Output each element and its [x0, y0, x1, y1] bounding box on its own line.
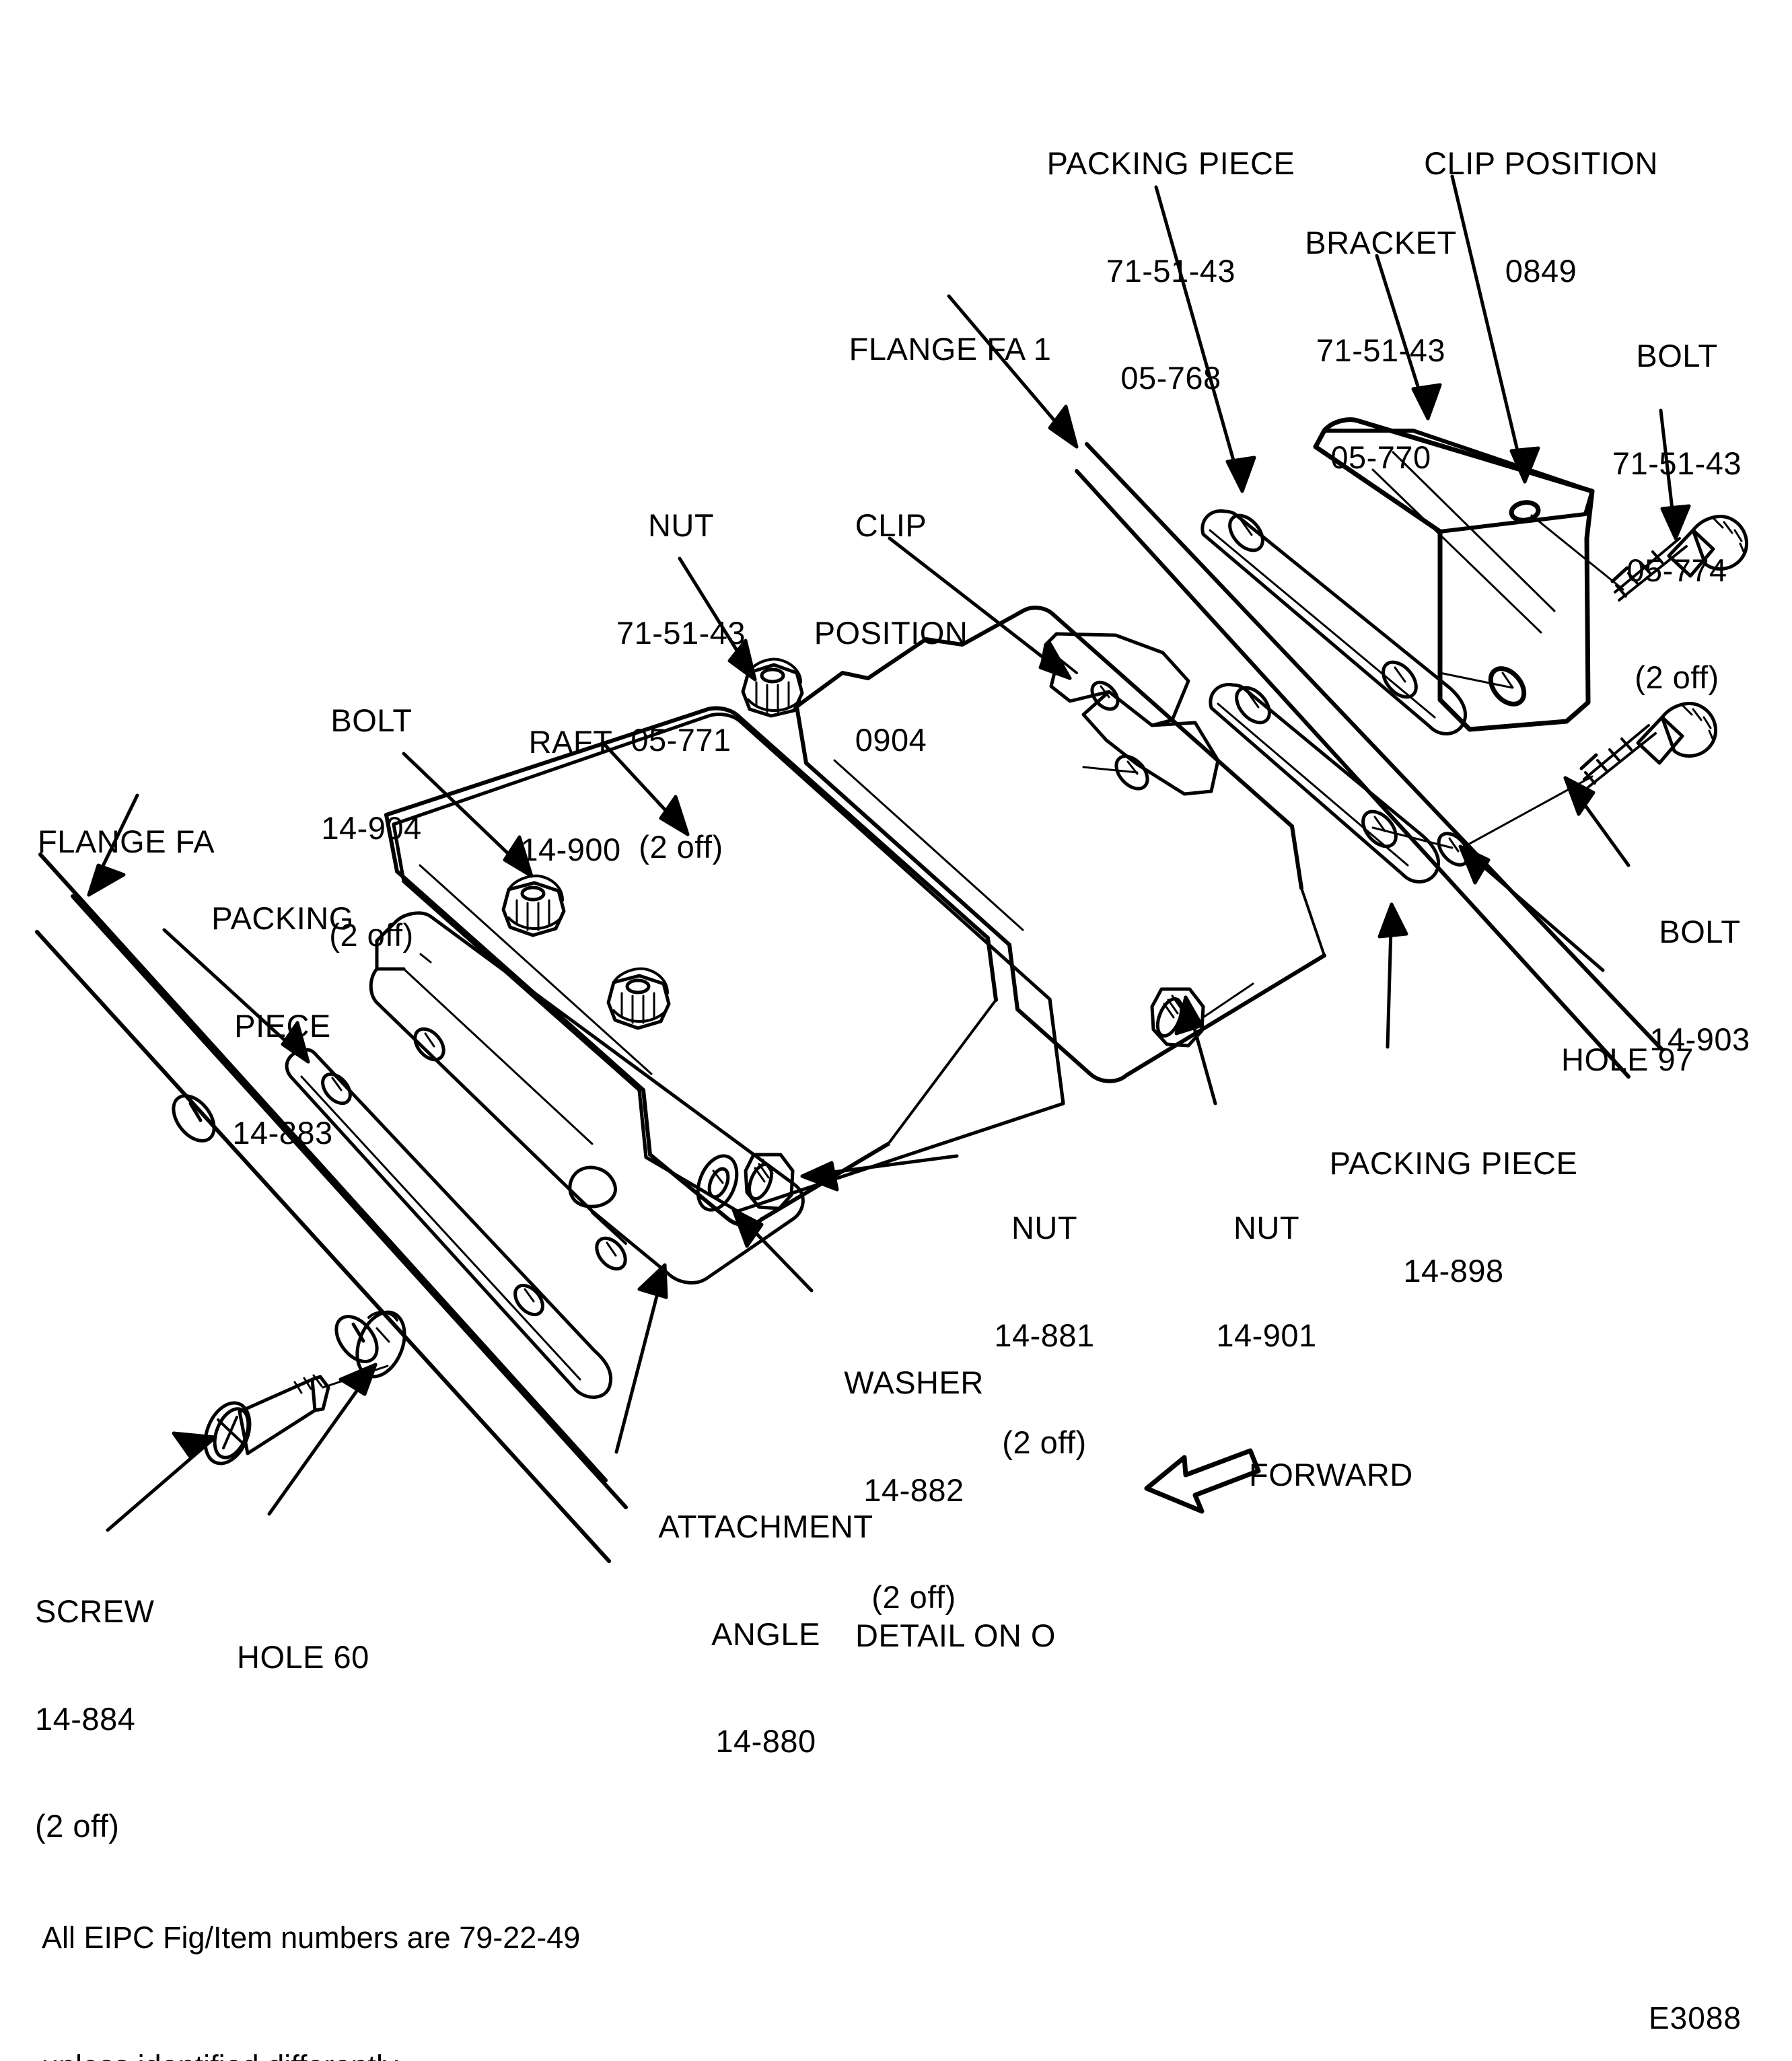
callout-label-line2: POSITION: [814, 614, 968, 651]
callout-bolt-05774: BOLT 71-51-43 05-774 (2 off): [1612, 266, 1742, 767]
callout-item: 05-771: [631, 721, 731, 758]
bracket-05770: [1313, 417, 1595, 732]
packing-piece-14883: [285, 1048, 612, 1399]
callout-item: 14-880: [715, 1723, 816, 1759]
forward-label: FORWARD: [1249, 1457, 1413, 1492]
callout-label: BRACKET: [1305, 225, 1457, 261]
callout-fig: 71-51-43: [1612, 445, 1742, 481]
callout-item: 14-884: [35, 1700, 136, 1737]
callout-label: HOLE 97: [1561, 1042, 1694, 1078]
bolt-14904-head-b: [606, 967, 671, 1030]
attachment-angle-14880: [369, 911, 805, 1285]
callout-label: PACKING PIECE: [1329, 1145, 1578, 1182]
callout-item: 05-768: [1120, 359, 1221, 396]
callout-nut-14881: NUT 14-881 (2 off): [994, 1138, 1094, 1531]
callout-label: BOLT: [1636, 338, 1718, 374]
callout-qty: (2 off): [639, 829, 723, 865]
note-line-1: All EIPC Fig/Item numbers are 79-22-49: [42, 1920, 581, 1955]
callout-item: 14-903: [1649, 1021, 1750, 1057]
callout-label-line1: ATTACHMENT: [658, 1509, 873, 1545]
callout-hole-97: HOLE 97: [1561, 970, 1694, 1149]
callout-item: 05-770: [1330, 439, 1431, 475]
callout-label-line1: CLIP: [855, 507, 927, 544]
callout-label: FLANGE FA: [38, 824, 215, 860]
centre-clip-bracket: [1040, 632, 1220, 796]
forward-arrow: [1144, 1448, 1261, 1514]
washer-14882: [696, 1154, 739, 1212]
flange-fa-rail: [35, 853, 628, 1563]
callout-label: NUT: [1011, 1210, 1078, 1246]
callout-label-line1: PACKING: [211, 900, 354, 937]
callout-packing-piece-05768: PACKING PIECE 71-51-43 05-768: [1047, 74, 1295, 467]
callout-label: PACKING PIECE: [1046, 145, 1295, 182]
nut-05771: [741, 657, 804, 718]
note-block: All EIPC Fig/Item numbers are 79-22-49 u…: [42, 1830, 580, 2061]
bolt-14903: [1466, 702, 1717, 846]
callout-label: WASHER: [844, 1365, 984, 1401]
callout-bracket-05770: BRACKET 71-51-43 05-770: [1305, 153, 1457, 546]
callout-item: 14-898: [1403, 1252, 1504, 1289]
screw-14884: [203, 1365, 389, 1466]
callout-attachment-angle-14880: ATTACHMENT ANGLE 14-880: [658, 1437, 873, 1830]
packing-piece-14898: [1209, 682, 1470, 883]
callout-nut-14901: NUT 14-901: [1216, 1138, 1316, 1424]
callout-flange-fa: FLANGE FA: [38, 752, 215, 931]
callout-clip-position-0849: CLIP POSITION 0849: [1424, 74, 1658, 360]
callout-nut-05771: NUT 71-51-43 05-771 (2 off): [616, 436, 746, 937]
callout-qty: (2 off): [329, 916, 414, 953]
callout-qty: (2 off): [1635, 659, 1719, 696]
callout-clip-position-0904: CLIP POSITION 0904: [814, 436, 968, 829]
callout-qty: (2 off): [35, 1807, 120, 1844]
detail-view-title: DETAIL ON O: [855, 1618, 1056, 1653]
callout-packing-piece-14883: PACKING PIECE 14-883: [211, 829, 354, 1222]
callout-label: NUT: [647, 507, 715, 544]
callout-item: 14-904: [321, 809, 422, 846]
raft-right-deck: [795, 606, 1326, 1083]
callout-label: BOLT: [1659, 914, 1741, 950]
callout-label-line2: PIECE: [234, 1007, 331, 1044]
callout-item: 0904: [855, 721, 927, 758]
flange-fa-holes: [172, 1094, 379, 1363]
callout-screw-14884: SCREW 14-884 (2 off): [35, 1522, 154, 1915]
callout-label: CLIP POSITION: [1424, 145, 1658, 182]
bolt-05774: [1530, 514, 1748, 602]
nut-14881: [744, 1153, 795, 1210]
callout-packing-piece-14898: PACKING PIECE 14-898: [1330, 1074, 1578, 1360]
callout-item: 14-901: [1216, 1317, 1317, 1353]
note-line-2: unless identified differently: [42, 2045, 580, 2061]
callout-label: BOLT: [330, 702, 413, 739]
callout-hole-60: HOLE 60: [237, 1568, 369, 1747]
callout-label: SCREW: [35, 1593, 155, 1630]
callout-fig: 71-51-43: [1106, 252, 1236, 289]
leader-lines: [87, 174, 1691, 1532]
callout-item: 05-774: [1626, 552, 1727, 588]
callout-washer-14882: WASHER 14-882 (2 off): [844, 1293, 984, 1686]
callout-item: 14-883: [232, 1114, 333, 1151]
flange-fa-1-rail: [1075, 442, 1664, 1079]
callout-bolt-14904: BOLT 14-904 (2 off): [321, 631, 421, 1024]
callout-label: NUT: [1233, 1210, 1300, 1246]
callout-qty: (2 off): [871, 1579, 956, 1615]
figure-code: E3088: [1649, 2000, 1742, 2035]
callout-fig: 71-51-43: [616, 614, 746, 651]
raft-edge-hint: [419, 864, 653, 1075]
callout-label: HOLE 60: [237, 1639, 369, 1675]
bolt-14904-head-a: [501, 874, 566, 937]
callout-item: 14-882: [863, 1472, 964, 1508]
callout-label: RAFT: [528, 724, 613, 760]
callout-item: 14-881: [994, 1317, 1095, 1353]
nut-14901: [1150, 982, 1254, 1048]
callout-flange-fa-1: FLANGE FA 1: [849, 260, 1052, 439]
callout-raft-14900: RAFT 14-900: [520, 653, 620, 939]
callout-item: 14-900: [520, 831, 621, 867]
callout-qty: (2 off): [1002, 1424, 1087, 1460]
callout-bolt-14903: BOLT 14-903: [1649, 842, 1750, 1128]
callout-item: 0849: [1505, 252, 1577, 289]
callout-label: FLANGE FA 1: [849, 331, 1052, 367]
raft-14900-left-panel: [392, 713, 1065, 1213]
callout-label-line2: ANGLE: [711, 1616, 820, 1652]
callout-fig: 71-51-43: [1316, 332, 1446, 368]
